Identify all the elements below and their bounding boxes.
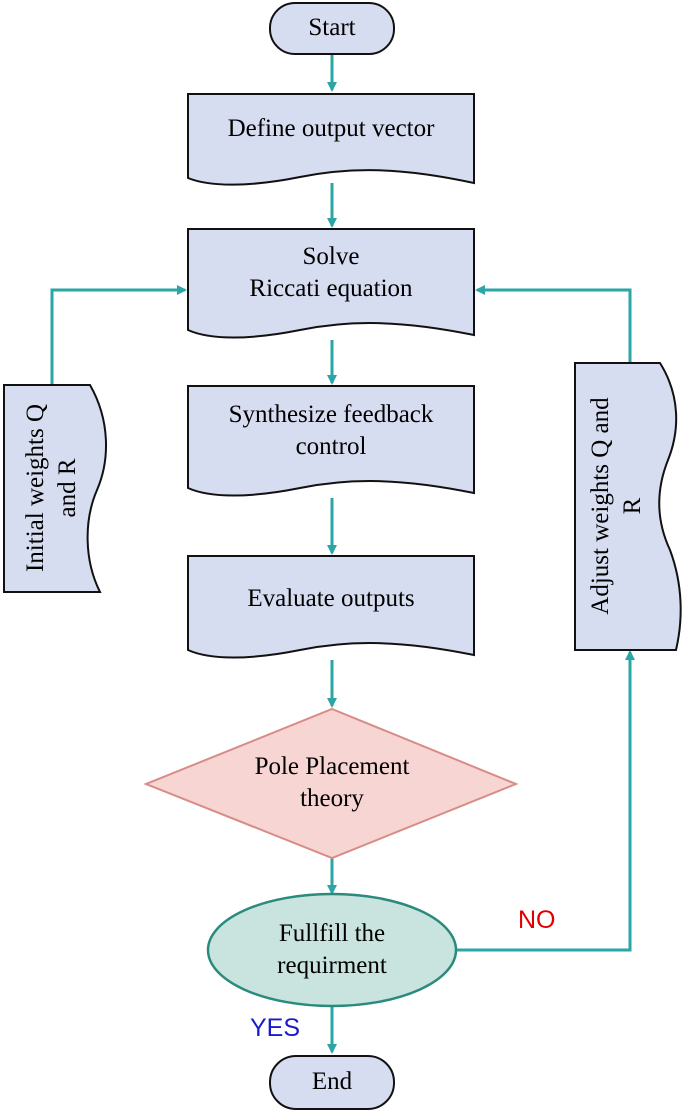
- end-terminal: [269, 1055, 395, 1110]
- yes-edge-label: YES: [250, 1014, 301, 1042]
- pole-placement-diamond: [143, 707, 519, 860]
- synthesize-feedback-box: [187, 385, 475, 497]
- arrow-adjust-to-solve: [475, 285, 632, 363]
- solve-riccati-box: [187, 228, 475, 339]
- connectors: [50, 54, 635, 1054]
- fulfill-oval: [206, 892, 458, 1008]
- define-output-box: [187, 93, 475, 186]
- arrow-no-to-adjust: [455, 650, 635, 952]
- pole-placement-label: Pole Placement theory: [254, 753, 410, 812]
- arrow-initial-to-solve: [50, 285, 187, 385]
- start-label: Start: [308, 14, 356, 41]
- initial-weights-box: [3, 384, 108, 593]
- synthesize-feedback-label: Synthesize feedback control: [228, 401, 434, 460]
- no-edge-label: NO: [518, 906, 556, 934]
- adjust-weights-label: Adjust weights Q and R: [587, 397, 646, 615]
- start-terminal: [269, 2, 395, 55]
- fulfill-requirement-label: Fullfill the requirment: [277, 920, 387, 979]
- end-label: End: [311, 1068, 353, 1095]
- evaluate-outputs-box: [187, 555, 475, 659]
- define-output-label: Define output vector: [227, 115, 435, 142]
- adjust-weights-box: [574, 362, 682, 651]
- evaluate-outputs-label: Evaluate outputs: [247, 585, 415, 612]
- solve-riccati-label: Solve Riccati equation: [249, 243, 413, 302]
- initial-weights-label: Initial weights Q and R: [22, 403, 81, 573]
